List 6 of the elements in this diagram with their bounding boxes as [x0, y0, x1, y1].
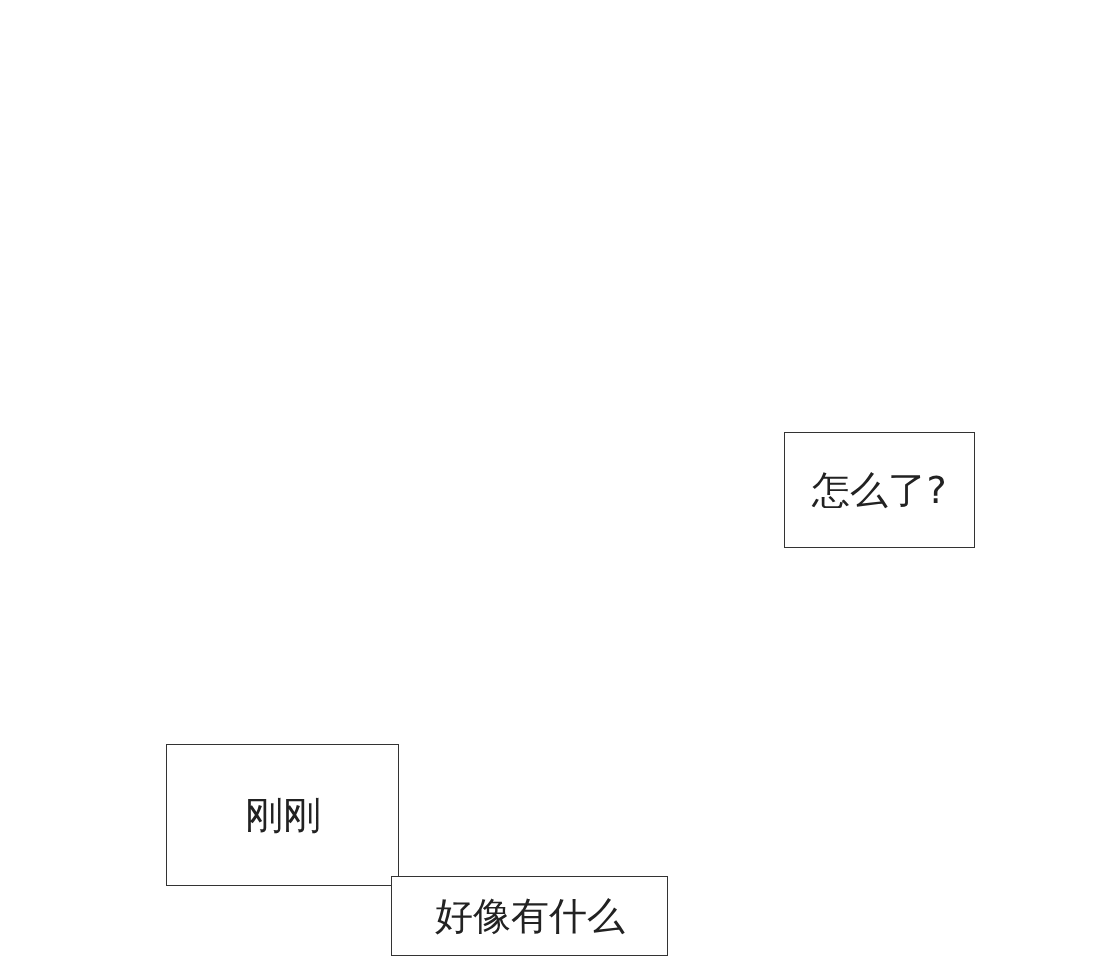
caption-box: [784, 432, 975, 548]
caption-text: 好像有什么: [434, 892, 625, 940]
caption-box: [166, 744, 399, 886]
caption-box: [391, 876, 668, 956]
caption-text: 怎么了?: [812, 466, 947, 514]
caption-text: 刚刚: [244, 791, 321, 839]
